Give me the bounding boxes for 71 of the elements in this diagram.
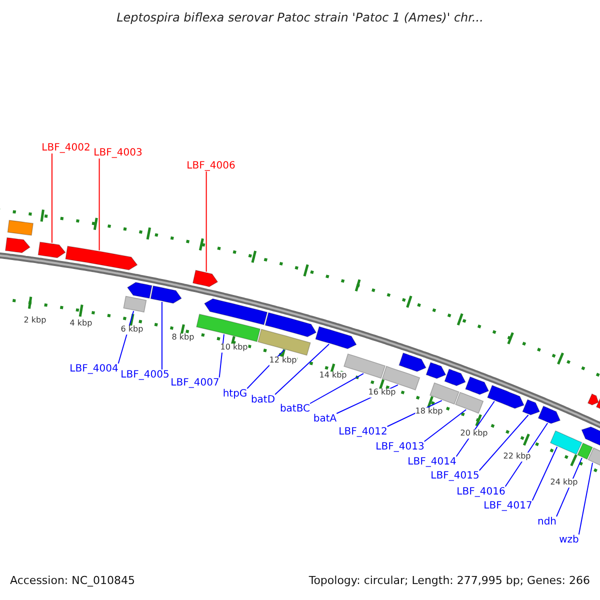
scale-label: 8 kbp <box>172 334 194 342</box>
gene-label: LBF_4016 <box>456 486 506 498</box>
gene-block <box>522 399 540 416</box>
feature-bar <box>429 382 460 405</box>
leader-line <box>98 158 100 251</box>
gene-label: batD <box>250 394 276 406</box>
gene-block <box>65 246 138 270</box>
scale-label: 24 kbp <box>550 478 578 488</box>
gene-label: LBF_4006 <box>186 160 236 172</box>
gene-block <box>4 237 30 254</box>
feature-bar <box>550 430 582 455</box>
scale-label: 6 kbp <box>120 326 144 334</box>
gene-label: htpG <box>222 388 248 400</box>
gene-label: batBC <box>280 404 310 414</box>
gene-label: LBF_4015 <box>430 470 480 482</box>
feature-bar <box>196 314 261 342</box>
feature-bar <box>454 392 484 414</box>
feature-bar <box>258 328 311 356</box>
scale-label: 22 kbp <box>503 452 531 462</box>
scale-label: 10 kbp <box>220 344 248 352</box>
gene-label: wzb <box>559 534 579 546</box>
gene-block <box>264 312 317 338</box>
feature-bar <box>123 296 147 313</box>
scale-label: 12 kbp <box>269 356 297 366</box>
gene-label: LBF_4014 <box>408 456 456 468</box>
leader-line <box>206 171 207 272</box>
title: Leptospira biflexa serovar Patoc strain 'Patoc 1 (Ames)' chr... <box>116 11 484 25</box>
gene-label: LBF_4002 <box>42 142 90 154</box>
gene-block <box>596 397 600 410</box>
gene-block <box>204 298 268 326</box>
gene-block <box>38 242 66 258</box>
accession-text: Accession: NC_010845 <box>10 574 136 588</box>
scale-label: 14 kbp <box>319 372 347 380</box>
leader-line <box>478 414 529 471</box>
leader-line <box>532 446 558 501</box>
leader-line <box>556 457 582 517</box>
feature-bar <box>577 442 594 460</box>
genome-stats-text: Topology: circular; Length: 277,995 bp; Genes: 266 <box>308 574 590 588</box>
gene-block <box>126 282 152 299</box>
scale-label: 2 kbp <box>24 316 46 326</box>
gene-label: LBF_4007 <box>170 378 220 388</box>
leader-line <box>310 373 364 404</box>
gene-label: LBF_4017 <box>484 500 532 512</box>
scale-label: 18 kbp <box>415 408 443 416</box>
gene-block <box>587 393 599 406</box>
gene-label: ndh <box>537 516 557 528</box>
leader-line <box>578 462 593 535</box>
gene-label: LBF_4005 <box>120 370 170 380</box>
gene-block <box>444 368 466 386</box>
gene-label: LBF_4003 <box>94 148 142 158</box>
gene-block <box>464 376 490 395</box>
gene-block <box>398 352 426 372</box>
gene-label: LBF_4012 <box>338 426 388 438</box>
gene-block <box>315 326 357 350</box>
gene-block <box>538 406 561 424</box>
gene-label: LBF_4004 <box>70 364 118 374</box>
scale-label: 16 kbp <box>368 388 396 398</box>
scale-label: 20 kbp <box>460 430 488 438</box>
feature-bar <box>7 220 34 236</box>
gene-label: batA <box>313 414 337 424</box>
leader-line <box>118 310 134 364</box>
gene-label: LBF_4013 <box>376 442 424 452</box>
gene-block <box>486 384 524 409</box>
leader-line <box>274 344 330 395</box>
gene-block <box>192 270 218 288</box>
leader-line <box>424 409 467 442</box>
gene-block <box>150 285 182 304</box>
scale-label: 4 kbp <box>70 320 92 328</box>
leader-line <box>51 153 52 244</box>
gene-block <box>426 362 446 379</box>
leader-line <box>161 301 162 370</box>
